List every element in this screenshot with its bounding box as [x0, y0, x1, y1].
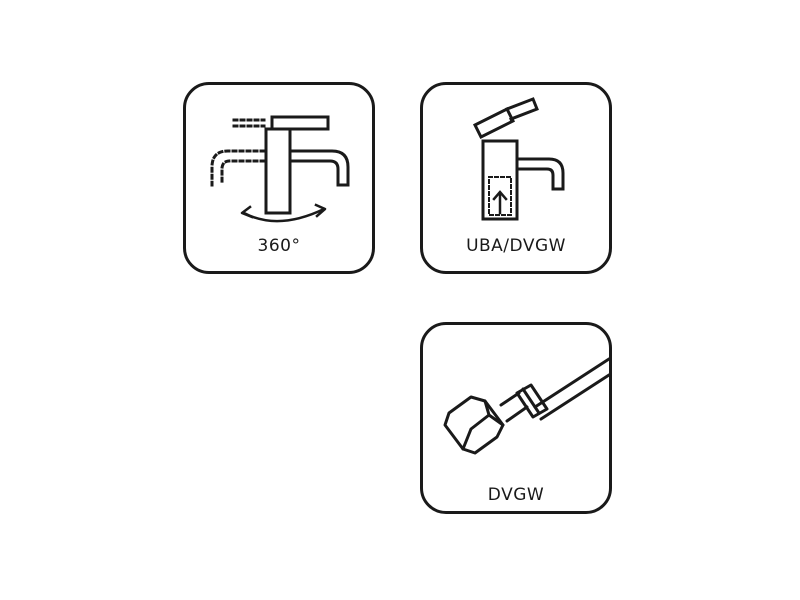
faucet-lever-icon	[472, 97, 565, 221]
flexible-hose-icon	[443, 357, 609, 455]
caption-dvgw: DVGW	[487, 485, 545, 505]
caption-uba-dvgw: UBA/DVGW	[466, 236, 566, 256]
swivel-spout-faucet-icon	[210, 115, 350, 223]
feature-tile-uba-dvgw: UBA/DVGW	[420, 82, 612, 274]
feature-tile-360-rotation: 360°	[183, 82, 375, 274]
caption-360: 360°	[257, 236, 301, 256]
feature-tile-dvgw-hose: DVGW	[420, 322, 612, 514]
